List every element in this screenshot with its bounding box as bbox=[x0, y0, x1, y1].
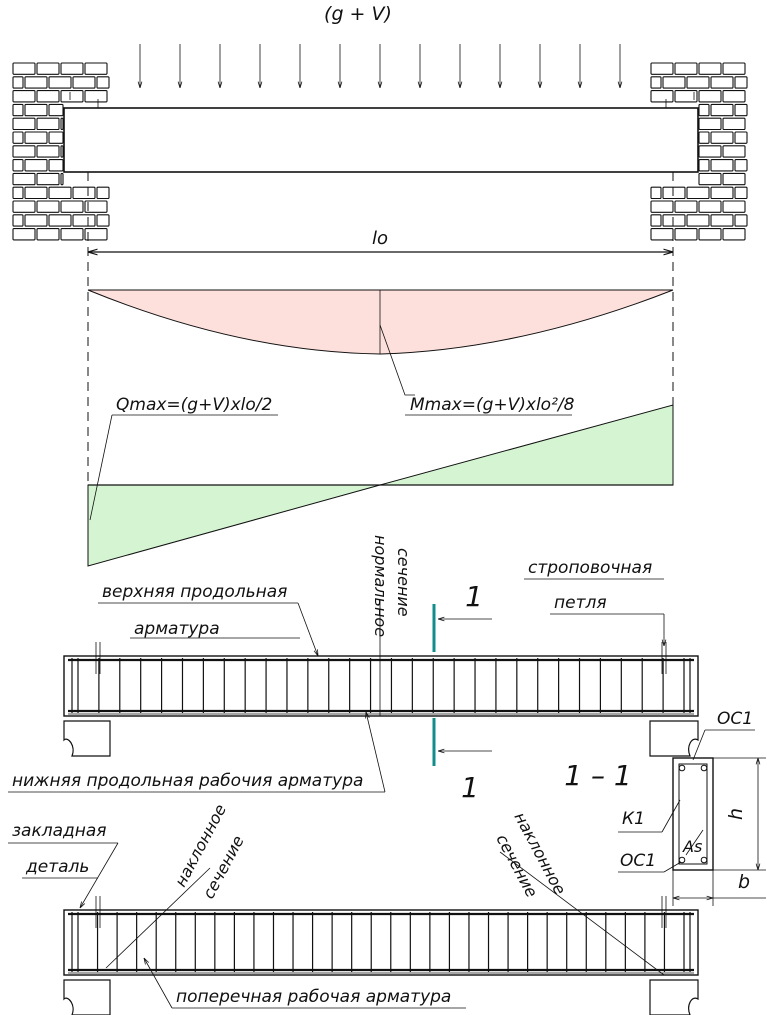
lifting-loop-leader bbox=[524, 578, 664, 646]
moment-formula: Mmax=(g+V)xlo²/8 bbox=[410, 395, 575, 415]
beam-elevation bbox=[63, 92, 699, 173]
cross-section-1-1 bbox=[618, 729, 766, 906]
transverse-rebar-leader bbox=[144, 958, 466, 1009]
embedded-label-2: деталь bbox=[25, 857, 89, 877]
inclined-section-lines bbox=[105, 851, 665, 976]
section-title: 1 – 1 bbox=[564, 759, 631, 792]
h-label: h bbox=[725, 808, 747, 820]
upper-reinforcement-cage bbox=[63, 600, 699, 757]
oc1-top-label: ОС1 bbox=[717, 709, 753, 729]
section-cut-marker bbox=[432, 604, 492, 766]
as-label: As bbox=[682, 837, 702, 856]
right-brick-wall bbox=[650, 62, 748, 241]
normal-section-word-1: нормальное bbox=[371, 535, 390, 637]
left-brick-wall bbox=[12, 62, 110, 241]
span-label: lo bbox=[372, 228, 388, 249]
transverse-rebar-label: поперечная рабочая арматура bbox=[176, 987, 451, 1007]
shear-formula: Qmax=(g+V)xlo/2 bbox=[116, 395, 272, 415]
oc1-bottom-label: ОС1 bbox=[620, 851, 656, 871]
lifting-loop-label-1: строповочная bbox=[528, 558, 652, 578]
section-mark-top: 1 bbox=[465, 580, 483, 613]
distributed-load-arrows bbox=[140, 44, 620, 88]
bottom-rebar-label: нижняя продольная рабочия арматура bbox=[12, 771, 363, 791]
b-label: b bbox=[738, 871, 750, 893]
section-mark-bottom: 1 bbox=[461, 771, 479, 804]
lifting-loop-label-2: петля bbox=[554, 593, 607, 613]
load-label: (g + V) bbox=[324, 3, 392, 25]
top-rebar-leader bbox=[98, 602, 318, 656]
shear-diagram bbox=[87, 404, 674, 567]
embedded-detail-leader bbox=[8, 842, 119, 908]
embedded-label-1: закладная bbox=[12, 821, 107, 841]
span-dimension bbox=[87, 172, 674, 530]
normal-section-label: нормальное bbox=[371, 535, 390, 637]
normal-section-word-2: сечение bbox=[394, 548, 413, 617]
normal-section-label-2: сечение bbox=[394, 548, 413, 617]
moment-diagram bbox=[87, 289, 674, 416]
top-rebar-label-1: верхняя продольная bbox=[102, 582, 287, 602]
top-rebar-label-2: арматура bbox=[134, 619, 220, 639]
k1-label: К1 bbox=[622, 809, 645, 829]
bottom-rebar-leader bbox=[8, 712, 386, 793]
